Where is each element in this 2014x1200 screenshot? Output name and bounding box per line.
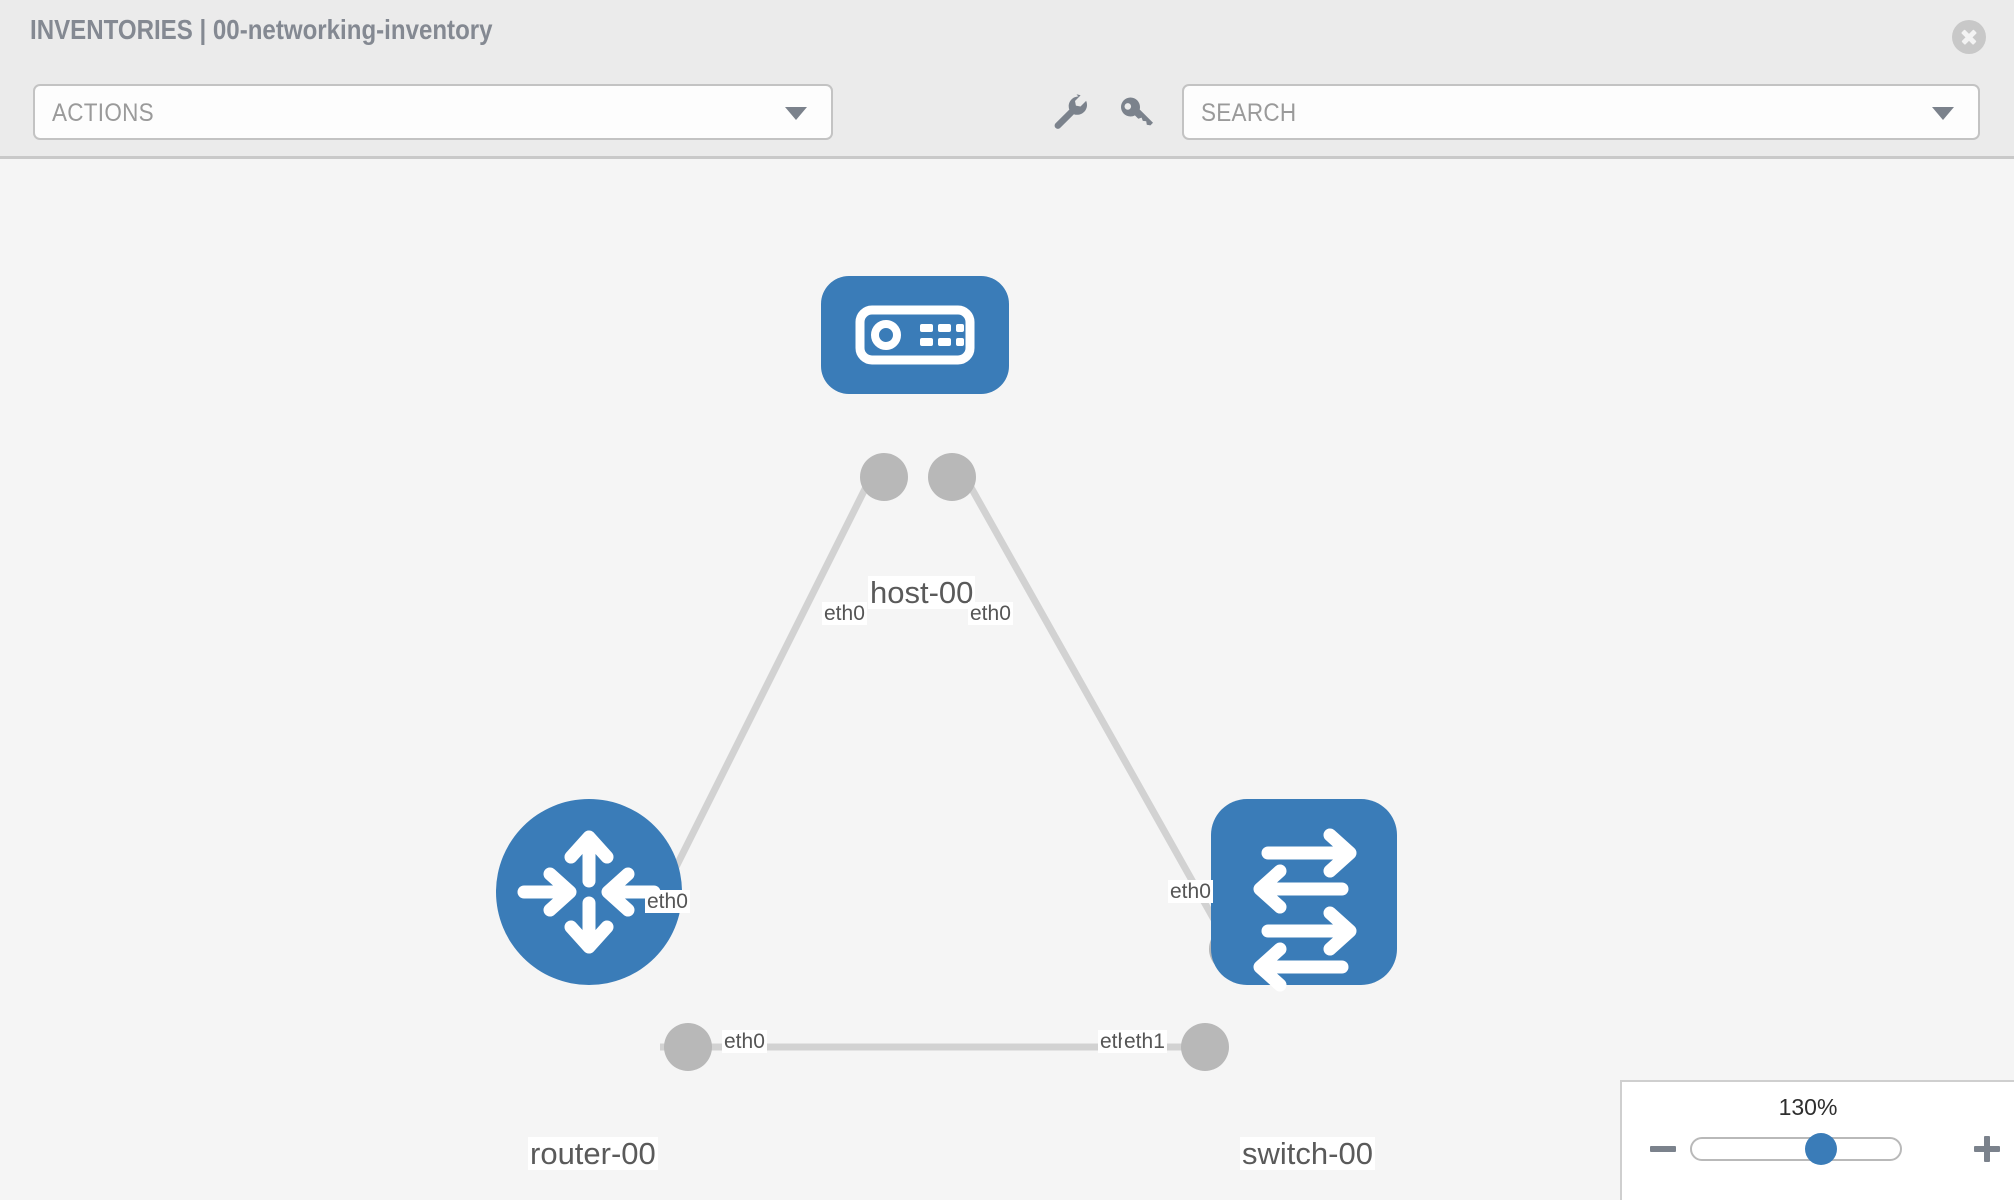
port-host00-eth0-left xyxy=(860,453,908,501)
topology-canvas[interactable]: eth0 host-00 eth0 eth0 eth0 eth0 eth0 et… xyxy=(0,159,2014,1200)
iface-label-switch00-uplink: eth0 xyxy=(1168,880,1213,903)
iface-label-switch00-eth1: eth1 xyxy=(1122,1030,1167,1053)
search-input-placeholder: SEARCH xyxy=(1201,99,1297,127)
page-header: INVENTORIES | 00-networking-inventory xyxy=(0,0,2014,68)
node-switch-00 xyxy=(1211,799,1397,992)
close-icon[interactable] xyxy=(1952,20,1986,54)
iface-label-host00-left: eth0 xyxy=(822,602,867,625)
node-host-00 xyxy=(821,276,1009,394)
port-switch00-eth1 xyxy=(1181,1023,1229,1071)
link-host00-router00 xyxy=(646,457,884,921)
wrench-icon[interactable] xyxy=(1047,90,1091,134)
link-host00-switch00 xyxy=(951,457,1229,941)
zoom-level-value: 130% xyxy=(1778,1094,1838,1120)
actions-dropdown[interactable]: ACTIONS xyxy=(33,84,833,140)
node-router-00 xyxy=(496,799,682,985)
search-input[interactable]: SEARCH xyxy=(1182,84,1980,140)
minus-icon[interactable] xyxy=(1648,1134,1678,1164)
actions-dropdown-label: ACTIONS xyxy=(52,99,154,127)
node-label-router-00: router-00 xyxy=(528,1136,658,1171)
zoom-control-panel: 130% xyxy=(1620,1080,2014,1200)
topology-graph xyxy=(496,276,1397,1071)
zoom-slider[interactable] xyxy=(1690,1133,1902,1165)
toolbar: ACTIONS SEARCH xyxy=(0,68,2014,159)
iface-label-router00-eth0: eth0 xyxy=(722,1030,767,1053)
port-router00-eth0 xyxy=(664,1023,712,1071)
chevron-down-icon xyxy=(1932,107,1954,120)
zoom-slider-thumb[interactable] xyxy=(1804,1133,1837,1165)
plus-icon[interactable] xyxy=(1972,1134,2002,1164)
node-label-host-00: host-00 xyxy=(868,575,976,610)
server-appliance-icon xyxy=(855,305,975,365)
iface-label-host00-right: eth0 xyxy=(968,602,1013,625)
node-label-switch-00: switch-00 xyxy=(1240,1136,1375,1171)
topology-links xyxy=(646,457,1229,1051)
chevron-down-icon xyxy=(785,107,807,120)
topology-ports xyxy=(664,453,1257,1071)
key-icon[interactable] xyxy=(1114,90,1158,134)
iface-label-router00-uplink: eth0 xyxy=(645,890,690,913)
page-title: INVENTORIES | 00-networking-inventory xyxy=(30,14,493,45)
port-host00-eth0-right xyxy=(928,453,976,501)
switch-arrows-icon xyxy=(1253,828,1357,992)
